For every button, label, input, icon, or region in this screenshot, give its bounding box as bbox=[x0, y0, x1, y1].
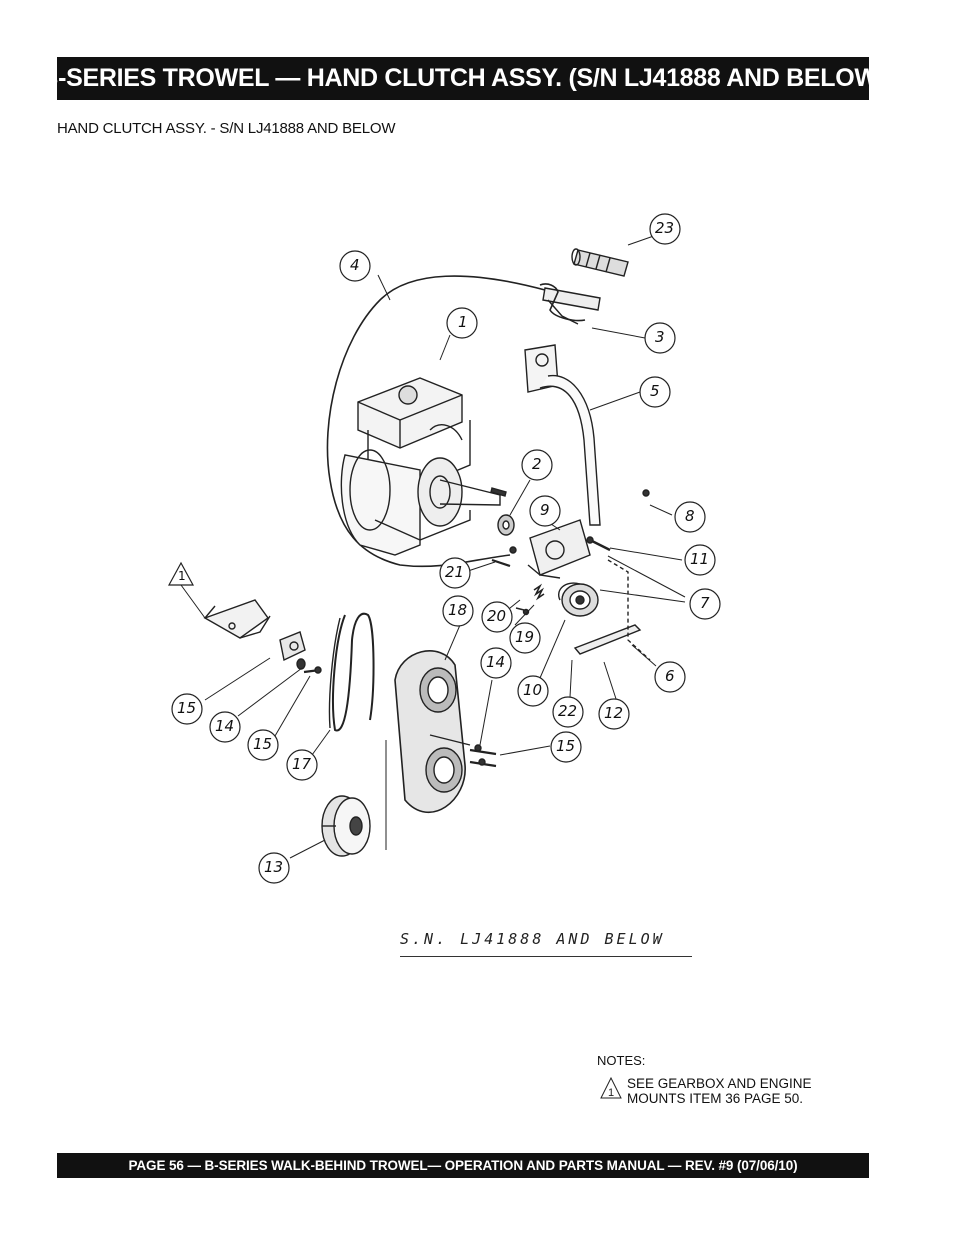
panel-6-outline bbox=[607, 559, 651, 661]
page-footer: PAGE 56 — B-SERIES WALK-BEHIND TROWEL— O… bbox=[128, 1158, 798, 1173]
clutch-mount-plate-part bbox=[527, 519, 591, 579]
callout-13: 13 bbox=[264, 858, 284, 876]
hand-clutch-exploded-diagram bbox=[167, 213, 721, 884]
bolt-15 bbox=[303, 666, 322, 674]
callout-17: 17 bbox=[292, 755, 312, 773]
drive-belt-part bbox=[328, 612, 375, 732]
bracket-12-part bbox=[573, 624, 642, 655]
diagram-subtitle: HAND CLUTCH ASSY. - S/N LJ41888 AND BELO… bbox=[57, 120, 396, 137]
callout-7: 7 bbox=[700, 594, 710, 612]
note-marker-callout: 1 bbox=[178, 569, 186, 583]
title-bar: B-SERIES TROWEL — HAND CLUTCH ASSY. (S/N… bbox=[40, 57, 886, 100]
notes-heading: NOTES: bbox=[597, 1053, 646, 1068]
callout-22: 22 bbox=[558, 702, 578, 720]
callout-18: 18 bbox=[448, 601, 468, 619]
notes-section: NOTES: 1 SEE GEARBOX AND ENGINE MOUNTS I… bbox=[597, 1053, 812, 1106]
bolt-21 bbox=[491, 546, 517, 568]
note-text: SEE GEARBOX AND ENGINE MOUNTS ITEM 36 PA… bbox=[627, 1076, 812, 1106]
callout-10: 10 bbox=[523, 681, 543, 699]
note-marker: 1 bbox=[608, 1087, 614, 1099]
callout-19: 19 bbox=[515, 628, 535, 646]
callout-2: 2 bbox=[532, 455, 542, 473]
footer-bar: PAGE 56 — B-SERIES WALK-BEHIND TROWEL— O… bbox=[57, 1153, 869, 1178]
note-item: 1 SEE GEARBOX AND ENGINE MOUNTS ITEM 36 … bbox=[599, 1076, 812, 1106]
handle-bracket-part bbox=[524, 344, 601, 526]
nut-8 bbox=[642, 489, 650, 497]
callout-15: 15 bbox=[177, 699, 197, 717]
key-part bbox=[490, 487, 507, 497]
pulley-part bbox=[321, 795, 371, 857]
clutch-lever-part bbox=[539, 283, 601, 325]
callout-21: 21 bbox=[445, 563, 465, 581]
handle-grip-part bbox=[571, 248, 629, 277]
engine-mount-bracket-part bbox=[203, 599, 306, 662]
clutch-cable bbox=[326, 275, 546, 568]
page-title: B-SERIES TROWEL — HAND CLUTCH ASSY. (S/N… bbox=[40, 64, 886, 92]
callout-23: 23 bbox=[655, 219, 675, 237]
engine-part bbox=[340, 377, 501, 556]
callout-6: 6 bbox=[665, 667, 675, 685]
warning-triangle-icon: 1 bbox=[600, 1076, 622, 1099]
callout-9: 9 bbox=[540, 501, 550, 519]
callout-1: 1 bbox=[458, 313, 468, 331]
callout-circles bbox=[171, 213, 721, 884]
callout-8: 8 bbox=[685, 507, 695, 525]
callout-14: 14 bbox=[486, 653, 506, 671]
callout-11: 11 bbox=[690, 550, 710, 568]
callout-15: 15 bbox=[556, 737, 576, 755]
belt-guard-part bbox=[394, 650, 471, 813]
washer-14-lower bbox=[474, 744, 486, 766]
callout-20: 20 bbox=[487, 607, 507, 625]
clutch-assembly-part bbox=[558, 582, 599, 617]
callout-4: 4 bbox=[350, 256, 360, 274]
bolt-11 bbox=[586, 536, 611, 552]
spacer-part bbox=[497, 514, 515, 536]
callout-15: 15 bbox=[253, 735, 273, 753]
callout-3: 3 bbox=[655, 328, 665, 346]
washer-14 bbox=[296, 658, 306, 670]
spring-20 bbox=[533, 583, 545, 601]
callout-12: 12 bbox=[604, 704, 624, 722]
callout-5: 5 bbox=[650, 382, 660, 400]
washer-19 bbox=[515, 607, 530, 616]
callout-14: 14 bbox=[215, 717, 235, 735]
serial-number-label: S.N. LJ41888 AND BELOW bbox=[400, 930, 692, 957]
